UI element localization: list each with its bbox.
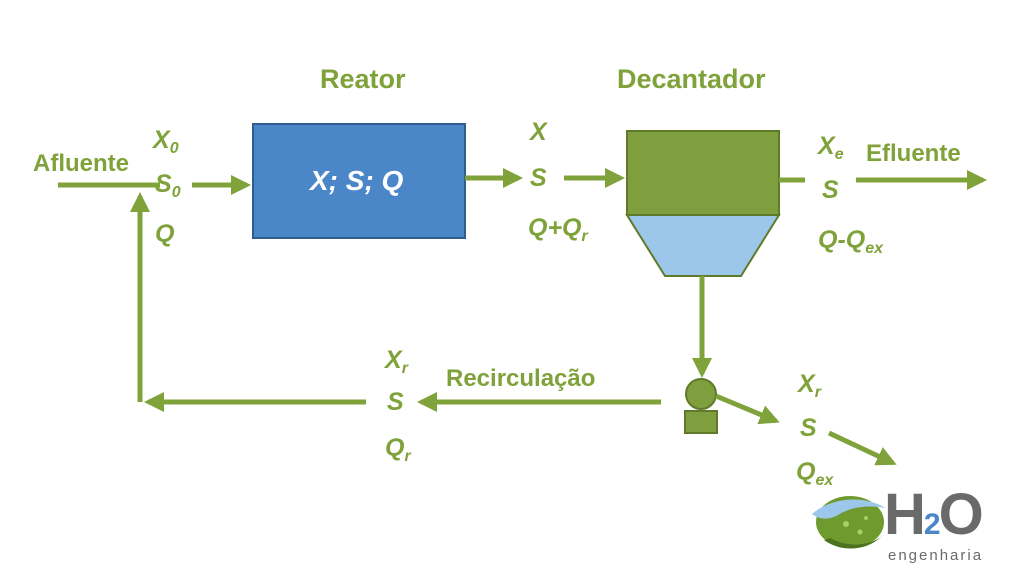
settler-title: Decantador (617, 64, 766, 94)
effluent-label: Efluente (866, 140, 961, 167)
effluent-s: S (822, 176, 839, 204)
pump-icon (685, 378, 717, 410)
excess-x: Xr (798, 370, 821, 401)
logo-wordmark: H2O (884, 482, 984, 547)
reactor-title: Reator (320, 64, 406, 94)
settler-body (626, 130, 780, 216)
recirculation-label: Recirculação (446, 365, 596, 392)
logo-emblem-icon (812, 496, 886, 549)
influent-label: Afluente (33, 150, 129, 177)
reactor-contents: X; S; Q (310, 165, 404, 196)
recirculation-s: S (387, 388, 404, 416)
excess-arrow-1 (715, 393, 780, 425)
reactor-out-q: Q+Qr (528, 214, 588, 245)
pump-base (684, 410, 718, 434)
recirculation-x: Xr (385, 346, 408, 377)
settler-hopper (625, 214, 781, 277)
logo-tagline: engenharia (888, 547, 984, 564)
excess-arrow-2 (827, 430, 897, 466)
reactor-box (252, 123, 466, 239)
influent-x: X0 (153, 126, 179, 157)
effluent-x: Xe (818, 132, 844, 163)
excess-q: Qex (796, 458, 834, 489)
effluent-q: Q-Qex (818, 226, 884, 257)
reactor-out-x: X (530, 118, 547, 146)
recirculation-q: Qr (385, 434, 411, 465)
influent-s: S0 (155, 170, 181, 201)
influent-q: Q (155, 220, 175, 248)
excess-s: S (800, 414, 817, 442)
reactor-out-s: S (530, 164, 547, 192)
